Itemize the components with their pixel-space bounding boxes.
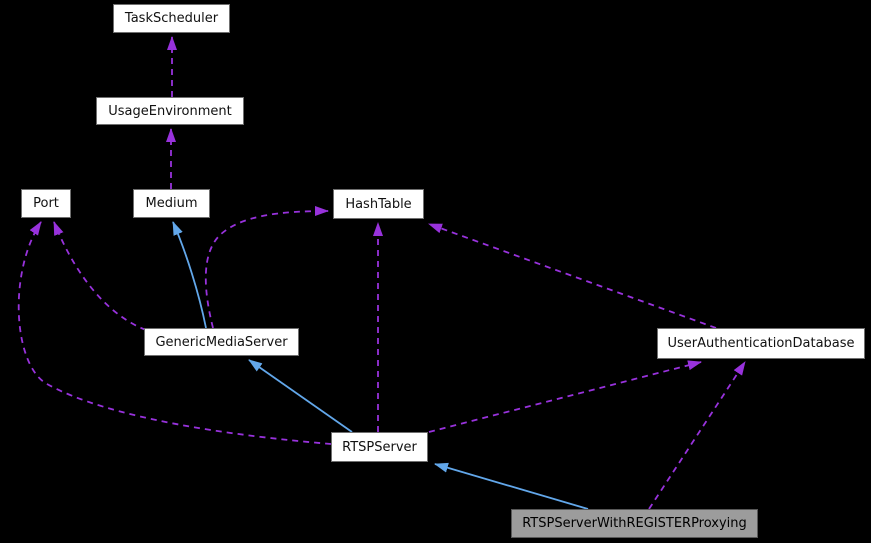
- node-rtspserver[interactable]: RTSPServer: [331, 432, 428, 462]
- edge-rtspserver-to-userauthenticationdatabase: [428, 360, 702, 433]
- node-taskscheduler[interactable]: TaskScheduler: [113, 4, 230, 33]
- node-genericmediaserver[interactable]: GenericMediaServer: [144, 328, 299, 356]
- node-userauthenticationdatabase[interactable]: UserAuthenticationDatabase: [657, 328, 865, 359]
- node-port[interactable]: Port: [21, 189, 71, 218]
- node-usageenvironment[interactable]: UsageEnvironment: [96, 97, 244, 125]
- node-medium[interactable]: Medium: [133, 189, 210, 218]
- node-hashtable[interactable]: HashTable: [333, 189, 424, 219]
- edge-genericmediaserver-to-port: [53, 221, 147, 331]
- edge-userauthenticationdatabase-to-hashtable: [428, 223, 717, 329]
- edge-rtspserverwithregisterproxying-to-rtspserver: [434, 462, 589, 510]
- edge-rtspserver-to-port: [17, 221, 332, 445]
- node-rtspserverwithregisterproxying[interactable]: RTSPServerWithREGISTERProxying: [511, 509, 758, 538]
- edge-genericmediaserver-to-hashtable: [204, 206, 329, 329]
- edge-genericmediaserver-to-medium: [172, 221, 207, 329]
- edge-rtspserver-to-genericmediaserver: [248, 359, 353, 433]
- edge-rtspserverwithregisterproxying-to-userauthenticationdatabase: [648, 361, 746, 510]
